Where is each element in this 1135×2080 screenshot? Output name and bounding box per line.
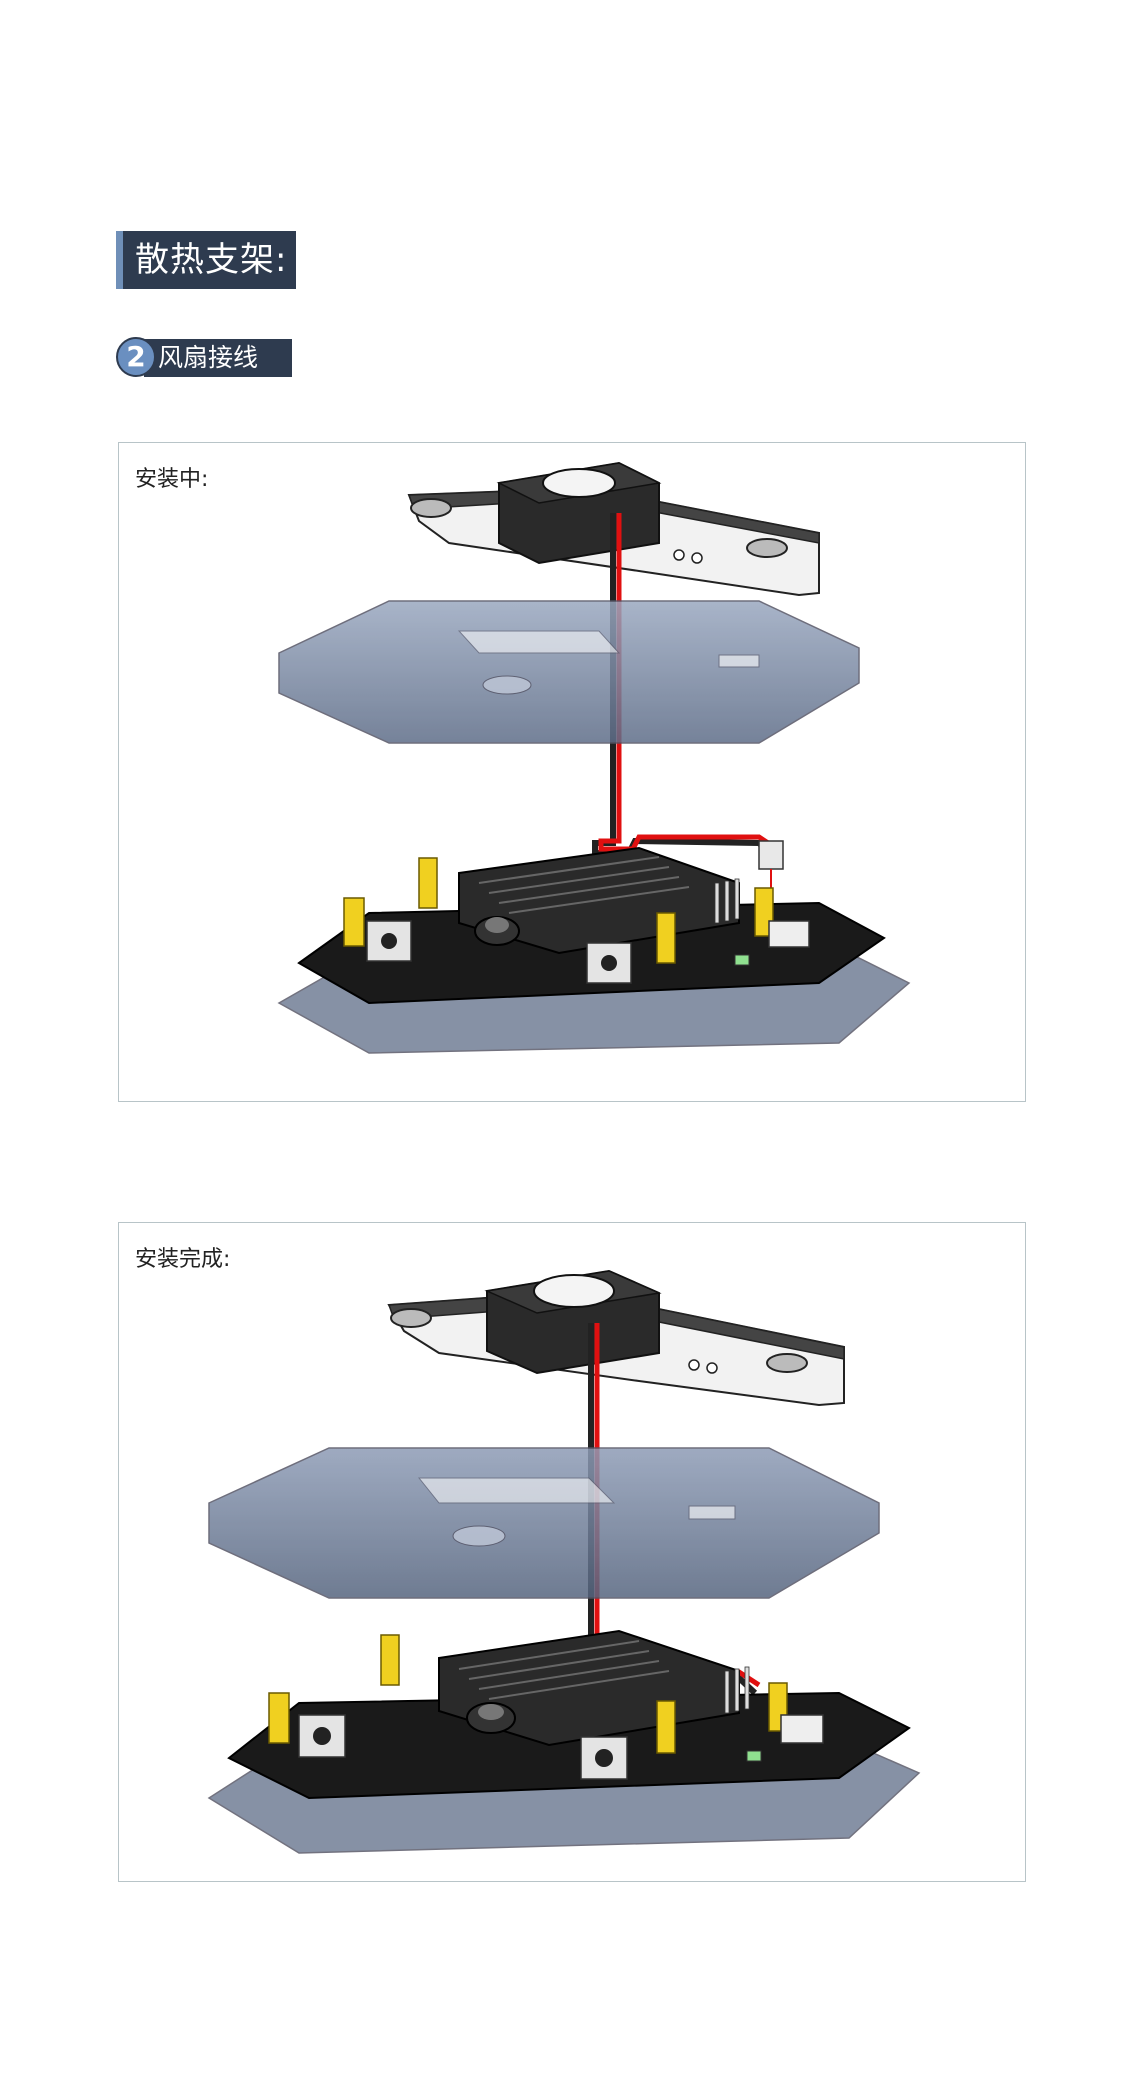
- assembly-illustration-installed: [207, 1269, 921, 1854]
- figure-panel-installing: 安装中:: [118, 442, 1026, 1102]
- step-label: 风扇接线: [144, 339, 292, 377]
- figure-caption: 安装中:: [135, 467, 209, 492]
- figure-panel-installed: 安装完成:: [118, 1222, 1026, 1882]
- assembly-illustration-installing: [277, 461, 911, 1054]
- cooling-fan: [496, 461, 662, 565]
- section-title: 散热支架:: [116, 231, 296, 289]
- step-number-badge: 2: [116, 337, 156, 377]
- board-assembly: [207, 1629, 921, 1854]
- figure-caption: 安装完成:: [135, 1247, 231, 1272]
- acrylic-top-plate: [278, 600, 860, 744]
- acrylic-top-plate: [208, 1447, 880, 1599]
- cooling-fan: [484, 1269, 662, 1375]
- board-assembly: [277, 846, 911, 1054]
